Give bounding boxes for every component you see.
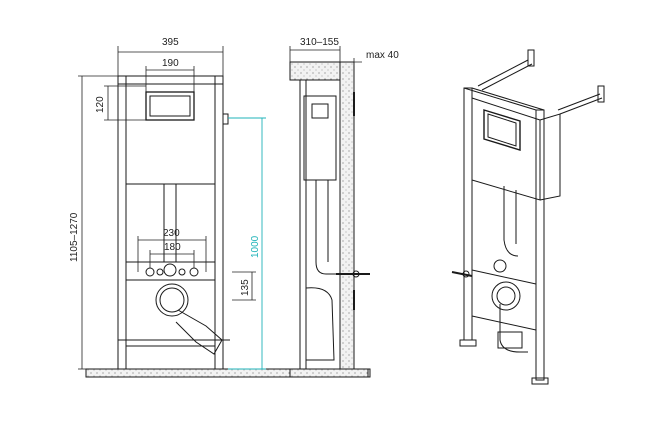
ceiling-hatch	[289, 61, 341, 81]
dim-total-label: 1105–1270	[69, 212, 80, 262]
side-dimensions	[289, 46, 362, 66]
frame-right-leg	[214, 75, 224, 370]
side-floor-hatch	[289, 368, 369, 378]
front-view	[85, 75, 371, 378]
water-inlet	[163, 263, 177, 277]
dim-135-label: 135	[240, 279, 251, 296]
iso-right-leg	[535, 109, 545, 381]
front-dimensions	[78, 46, 256, 370]
dim-190-label: 190	[162, 58, 179, 69]
stud-left-inner	[156, 268, 164, 276]
dim-395-label: 395	[162, 37, 179, 48]
dim-230-label: 230	[163, 228, 180, 239]
iso-flush-plate	[483, 109, 521, 151]
dim-depth-label: 310–155	[300, 37, 339, 48]
drain-inner	[159, 287, 185, 313]
dim-1000-label: 1000	[250, 235, 261, 258]
flush-plate-inner	[149, 95, 191, 117]
flush-plate	[145, 91, 195, 121]
iso-cistern	[471, 97, 541, 201]
drain-elbow	[175, 309, 223, 355]
side-cistern	[303, 95, 337, 181]
dim-180-label: 180	[164, 242, 181, 253]
iso-left-leg	[463, 87, 473, 341]
stud-left-outer	[145, 267, 155, 277]
wall-hatch	[339, 61, 355, 377]
stud-right-outer	[189, 267, 199, 277]
dim-max-label: max 40	[366, 50, 399, 61]
cistern-box	[125, 83, 216, 185]
side-view	[289, 61, 370, 378]
stud-right-inner	[178, 268, 186, 276]
drain-outer	[155, 283, 189, 317]
isometric-view	[451, 49, 605, 385]
fixing-dimension	[228, 117, 266, 370]
dim-120-label: 120	[95, 96, 106, 113]
